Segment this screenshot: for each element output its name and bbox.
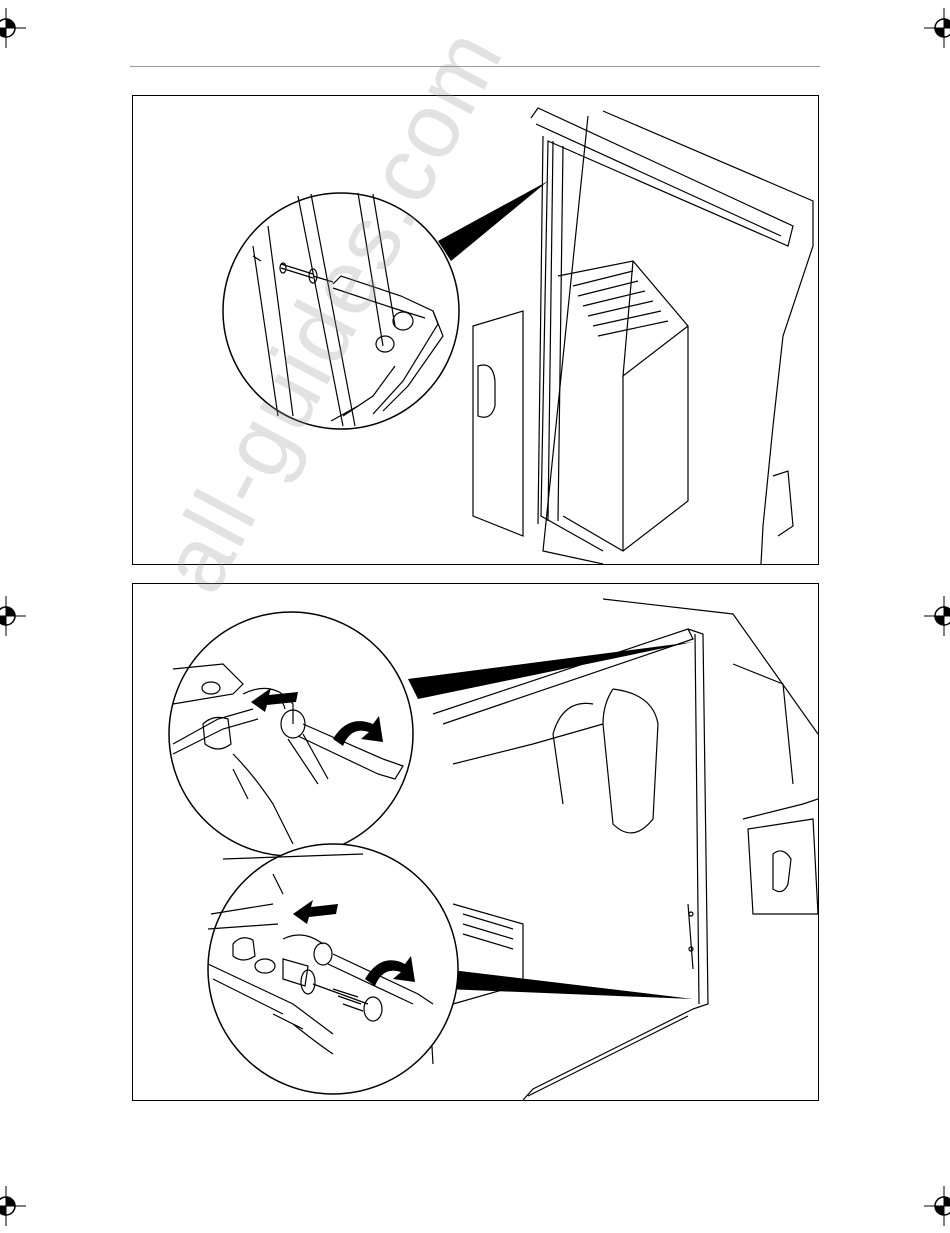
- registration-mark-icon: [924, 8, 950, 48]
- rivet-installation-figure: [132, 95, 819, 565]
- registration-mark-icon: [0, 1186, 26, 1226]
- registration-mark-icon: [0, 596, 26, 636]
- rivet-illustration: [133, 96, 818, 564]
- registration-mark-icon: [924, 596, 950, 636]
- registration-mark-icon: [0, 8, 26, 48]
- header-rule: [130, 66, 820, 67]
- registration-mark-icon: [924, 1186, 950, 1226]
- screw-illustration: [133, 584, 818, 1100]
- screw-fastening-figure: [132, 583, 819, 1101]
